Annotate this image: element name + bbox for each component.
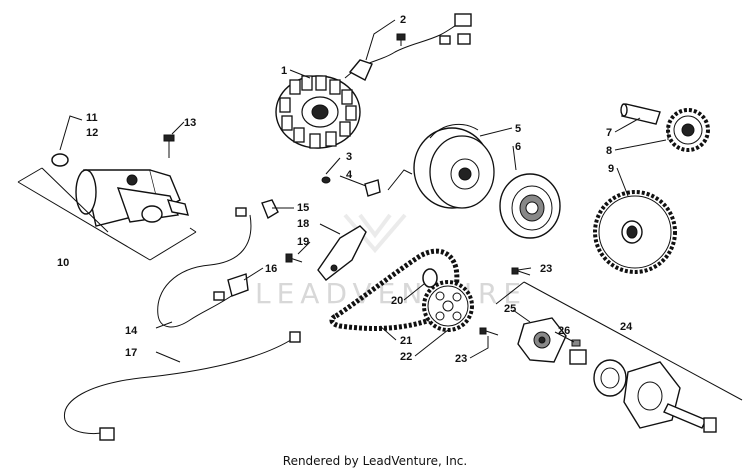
watermark-logo xyxy=(343,213,407,254)
callout-22[interactable]: 22 xyxy=(400,351,412,363)
callout-25[interactable]: 25 xyxy=(504,303,516,315)
bolt-part[interactable] xyxy=(364,179,381,197)
pump-rotor-part[interactable] xyxy=(593,359,627,397)
starter-clutch-part[interactable] xyxy=(499,173,561,239)
callout-labels: 1 2 3 4 5 6 7 8 9 10 11 12 13 14 15 16 1… xyxy=(57,14,633,365)
callout-20[interactable]: 20 xyxy=(391,295,403,307)
starter-motor-part[interactable] xyxy=(75,169,189,227)
callout-26[interactable]: 26 xyxy=(558,325,570,337)
washer-part[interactable] xyxy=(422,268,438,288)
callout-8[interactable]: 8 xyxy=(606,145,612,157)
callout-11[interactable]: 11 xyxy=(86,112,98,124)
callout-18[interactable]: 18 xyxy=(297,218,309,230)
callout-2[interactable]: 2 xyxy=(400,14,406,26)
footer-credit: Rendered by LeadVenture, Inc. xyxy=(283,454,467,468)
o-ring-part[interactable] xyxy=(51,153,69,167)
callout-15[interactable]: 15 xyxy=(297,202,309,214)
bolt-part[interactable] xyxy=(511,267,531,276)
ground-cable-part[interactable] xyxy=(63,331,301,441)
callout-12[interactable]: 12 xyxy=(86,127,98,139)
group-bracket xyxy=(17,167,197,261)
pump-shaft-part[interactable] xyxy=(663,403,717,433)
chain-cover-part[interactable] xyxy=(317,225,367,281)
callout-7[interactable]: 7 xyxy=(606,127,612,139)
callout-5[interactable]: 5 xyxy=(515,123,521,135)
group-bracket xyxy=(495,281,743,401)
callout-24[interactable]: 24 xyxy=(620,321,633,333)
callout-14[interactable]: 14 xyxy=(125,325,138,337)
pin-part[interactable] xyxy=(571,339,581,347)
inner-rotor-part[interactable] xyxy=(569,349,587,365)
battery-cable-part[interactable] xyxy=(157,199,279,328)
callout-23-bottom[interactable]: 23 xyxy=(455,353,467,365)
leader-lines xyxy=(59,19,667,363)
callout-13[interactable]: 13 xyxy=(184,117,196,129)
callout-9[interactable]: 9 xyxy=(608,163,614,175)
callout-4[interactable]: 4 xyxy=(346,169,353,181)
pump-body-part[interactable] xyxy=(623,361,681,429)
sprocket-part[interactable] xyxy=(422,280,474,332)
callout-6[interactable]: 6 xyxy=(515,141,521,153)
driven-gear-part[interactable] xyxy=(593,190,677,274)
pump-cover-part[interactable] xyxy=(517,317,567,363)
callout-21[interactable]: 21 xyxy=(400,335,412,347)
shaft-part[interactable] xyxy=(620,103,661,125)
callout-3[interactable]: 3 xyxy=(346,151,352,163)
screw-part[interactable] xyxy=(285,253,303,263)
callout-1[interactable]: 1 xyxy=(281,65,287,77)
gear-part[interactable] xyxy=(666,108,710,152)
callout-17[interactable]: 17 xyxy=(125,347,137,359)
screw-part[interactable] xyxy=(321,176,331,184)
watermark-text: LEADVENTURE xyxy=(255,277,527,310)
bolt-part[interactable] xyxy=(479,327,499,336)
callout-10[interactable]: 10 xyxy=(57,257,69,269)
callout-16[interactable]: 16 xyxy=(265,263,277,275)
screw-part[interactable] xyxy=(396,33,406,46)
bolt-part[interactable] xyxy=(163,134,175,158)
stator-part[interactable] xyxy=(275,13,472,149)
flywheel-part[interactable] xyxy=(413,123,495,209)
callout-19[interactable]: 19 xyxy=(297,236,309,248)
callout-23-top[interactable]: 23 xyxy=(540,263,552,275)
